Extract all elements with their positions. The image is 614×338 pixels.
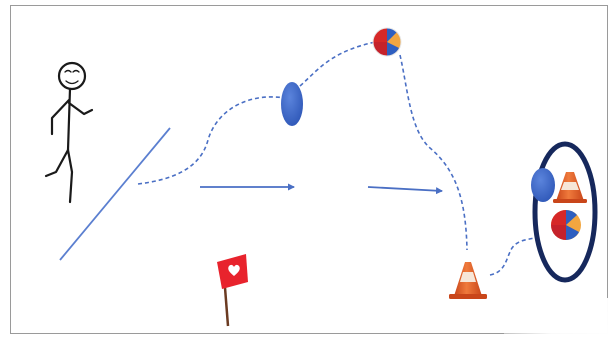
blue-ball	[531, 168, 555, 202]
traffic-cone	[553, 172, 587, 203]
dashed-path	[489, 237, 535, 276]
beach-ball	[551, 210, 581, 240]
dashed-path	[299, 41, 376, 87]
starting-line	[59, 127, 171, 261]
dashed-path	[137, 96, 286, 185]
corner-fade	[504, 298, 614, 338]
traffic-cone	[449, 262, 487, 299]
beach-ball	[372, 27, 402, 57]
equipment-circle	[532, 141, 598, 283]
red-flag-with-heart	[217, 254, 248, 327]
diagram-frame	[10, 5, 608, 334]
stick-figure-runner	[44, 61, 94, 204]
blue-ball	[281, 82, 303, 126]
direction-arrow	[367, 186, 443, 195]
dashed-path	[399, 54, 468, 251]
